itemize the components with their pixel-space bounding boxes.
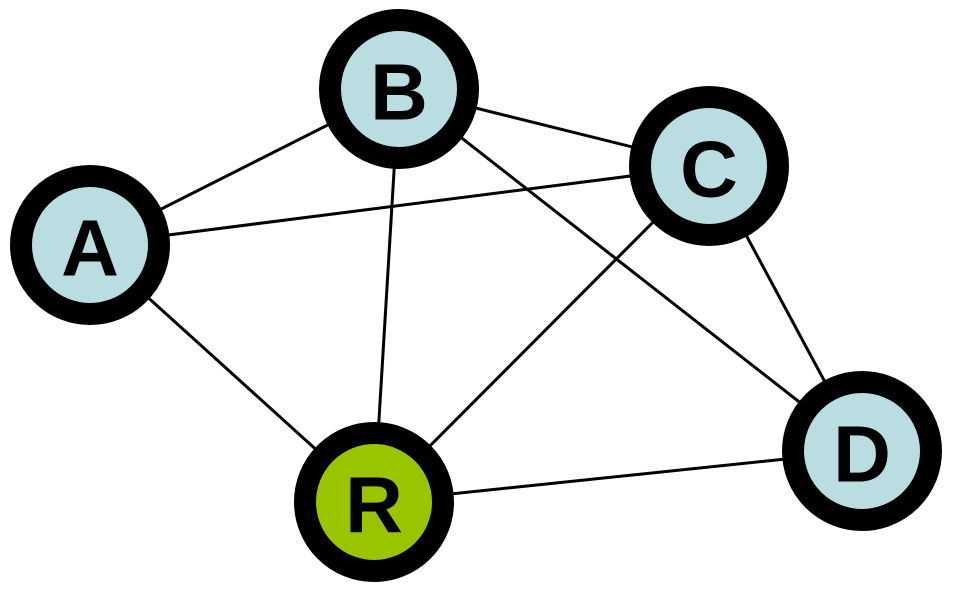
nodes-layer: A B C D R — [10, 9, 942, 582]
node-c-circle — [629, 86, 789, 246]
node-a-label: A — [61, 204, 119, 293]
node-c-label: C — [680, 125, 738, 214]
node-a: A — [10, 165, 170, 325]
edge-b-d — [398, 87, 863, 453]
node-b-label: B — [370, 48, 428, 137]
node-r-circle — [294, 422, 454, 582]
node-r-label: R — [345, 461, 403, 550]
node-b-circle — [319, 9, 479, 169]
node-c: C — [629, 86, 789, 246]
node-d-circle — [782, 371, 942, 531]
node-a-circle — [10, 165, 170, 325]
node-d: D — [782, 371, 942, 531]
node-r: R — [294, 422, 454, 582]
node-b: B — [319, 9, 479, 169]
node-d-label: D — [833, 410, 891, 499]
edge-a-c — [89, 164, 710, 247]
edge-r-d — [373, 449, 863, 504]
